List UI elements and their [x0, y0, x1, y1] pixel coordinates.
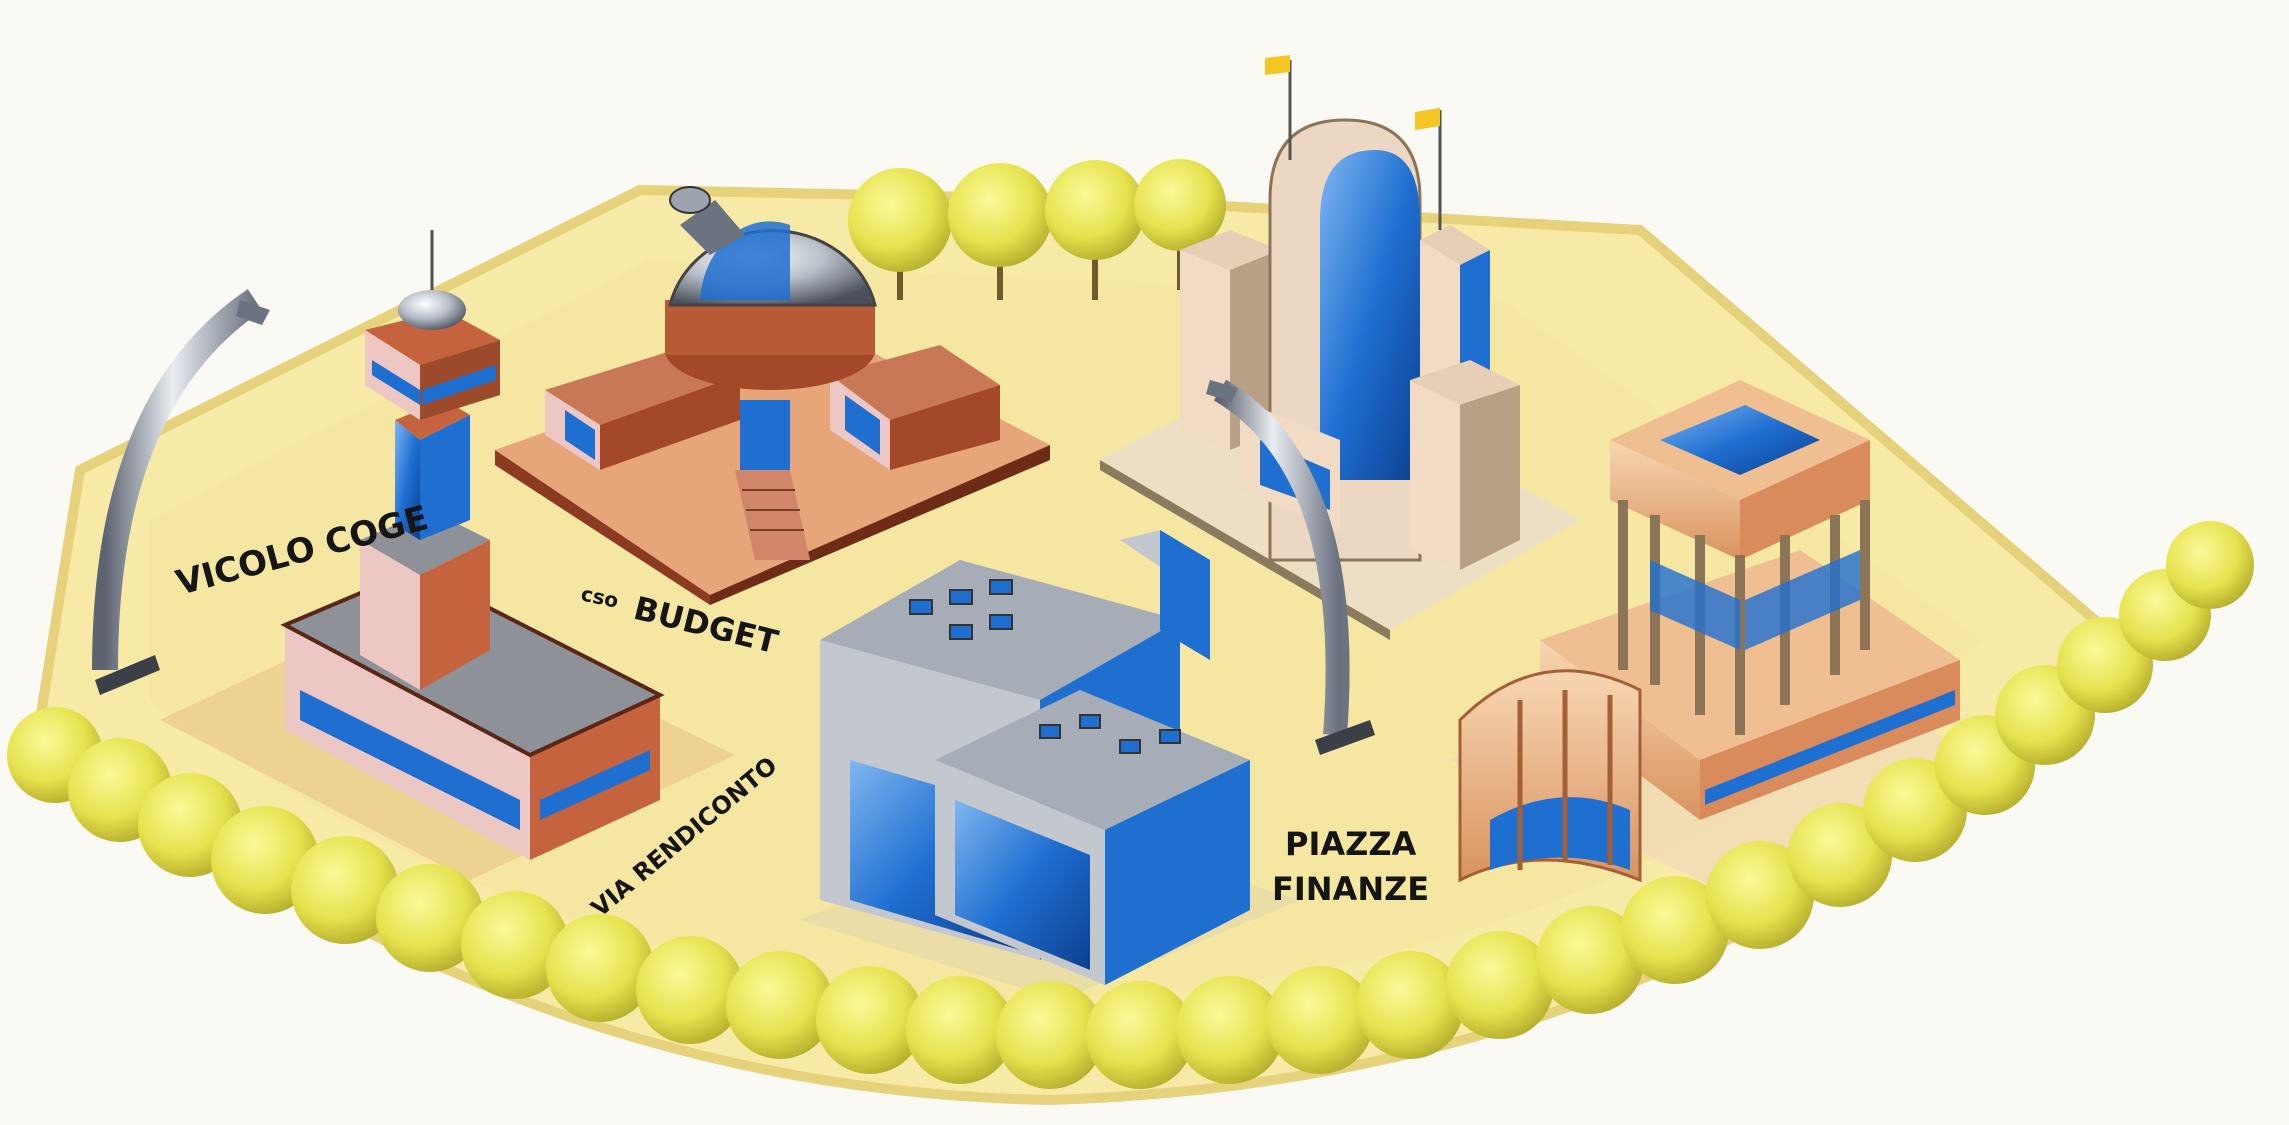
front-tree-row	[7, 521, 2254, 1089]
flag-icon	[1265, 55, 1292, 160]
tree-icon	[376, 864, 484, 972]
tree-icon	[1536, 906, 1644, 1014]
back-tree-row	[848, 159, 1226, 300]
tree-icon	[1706, 841, 1814, 949]
tree-icon	[2166, 521, 2254, 609]
tree-icon	[816, 966, 924, 1074]
tree-icon	[1086, 981, 1194, 1089]
tree-icon	[1788, 803, 1892, 907]
tree-icon	[996, 981, 1104, 1089]
tree-icon	[1446, 931, 1554, 1039]
flag-icon	[1415, 108, 1442, 230]
tree-icon	[848, 168, 952, 300]
tree-icon	[906, 976, 1014, 1084]
tree-icon	[461, 891, 569, 999]
tree-icon	[1045, 160, 1145, 300]
tree-icon	[1356, 951, 1464, 1059]
label-piazza: PIAZZA	[1285, 825, 1417, 863]
tree-icon	[546, 914, 654, 1022]
observatory-building	[495, 186, 1050, 605]
tree-icon	[948, 163, 1052, 300]
tree-icon	[1266, 966, 1374, 1074]
tree-icon	[1176, 976, 1284, 1084]
label-finanze: FINANZE	[1272, 870, 1429, 908]
arched-tower-building	[1100, 55, 1580, 640]
tree-icon	[1621, 876, 1729, 984]
glass-office-building	[800, 530, 1300, 1000]
street-lamp-icon	[92, 289, 270, 695]
tree-icon	[636, 936, 744, 1044]
tree-icon	[726, 951, 834, 1059]
street-lamp-icon	[1206, 379, 1375, 755]
columned-building	[1450, 380, 1990, 900]
tower-building	[160, 230, 735, 880]
tree-icon	[291, 836, 399, 944]
